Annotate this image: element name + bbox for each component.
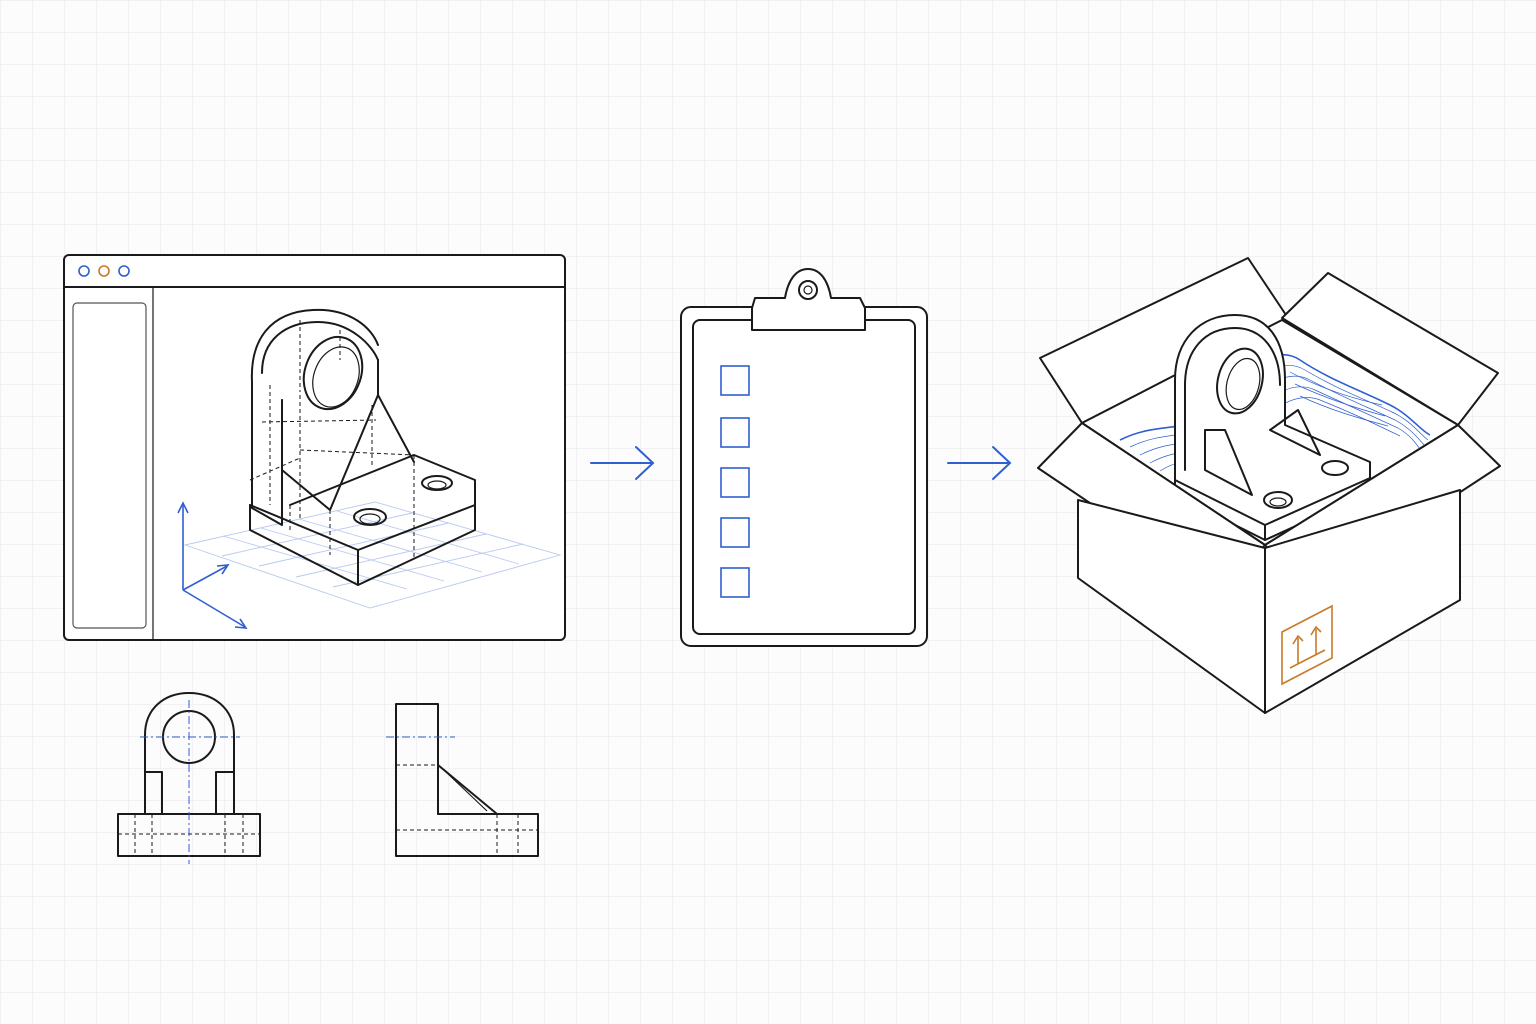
side-view-drawing (386, 703, 539, 857)
sidebar-panel[interactable] (72, 302, 147, 629)
checklist-checkbox[interactable] (720, 517, 750, 548)
this-side-up-icon (1281, 604, 1333, 686)
axis-triad (177, 501, 248, 629)
window-control-dot-orange[interactable] (98, 265, 110, 277)
window-control-dot-blue[interactable] (78, 265, 90, 277)
clipboard-checklist (680, 268, 928, 647)
checklist-checkbox[interactable] (720, 467, 750, 498)
bracket-model-3d[interactable] (249, 308, 476, 586)
front-view-drawing (117, 692, 261, 864)
checklist-items (720, 365, 750, 598)
window-control-dot-blue-2[interactable] (118, 265, 130, 277)
checklist-checkbox[interactable] (720, 365, 750, 396)
checklist-checkbox[interactable] (720, 567, 750, 598)
arrow-right-icon (590, 446, 655, 480)
cad-viewport[interactable] (177, 308, 562, 629)
shipping-box (1037, 257, 1501, 714)
arrow-right-icon (947, 446, 1012, 480)
bracket-model-packed (1174, 314, 1371, 541)
cad-window (63, 254, 566, 641)
checklist-checkbox[interactable] (720, 417, 750, 448)
window-controls (78, 265, 130, 277)
